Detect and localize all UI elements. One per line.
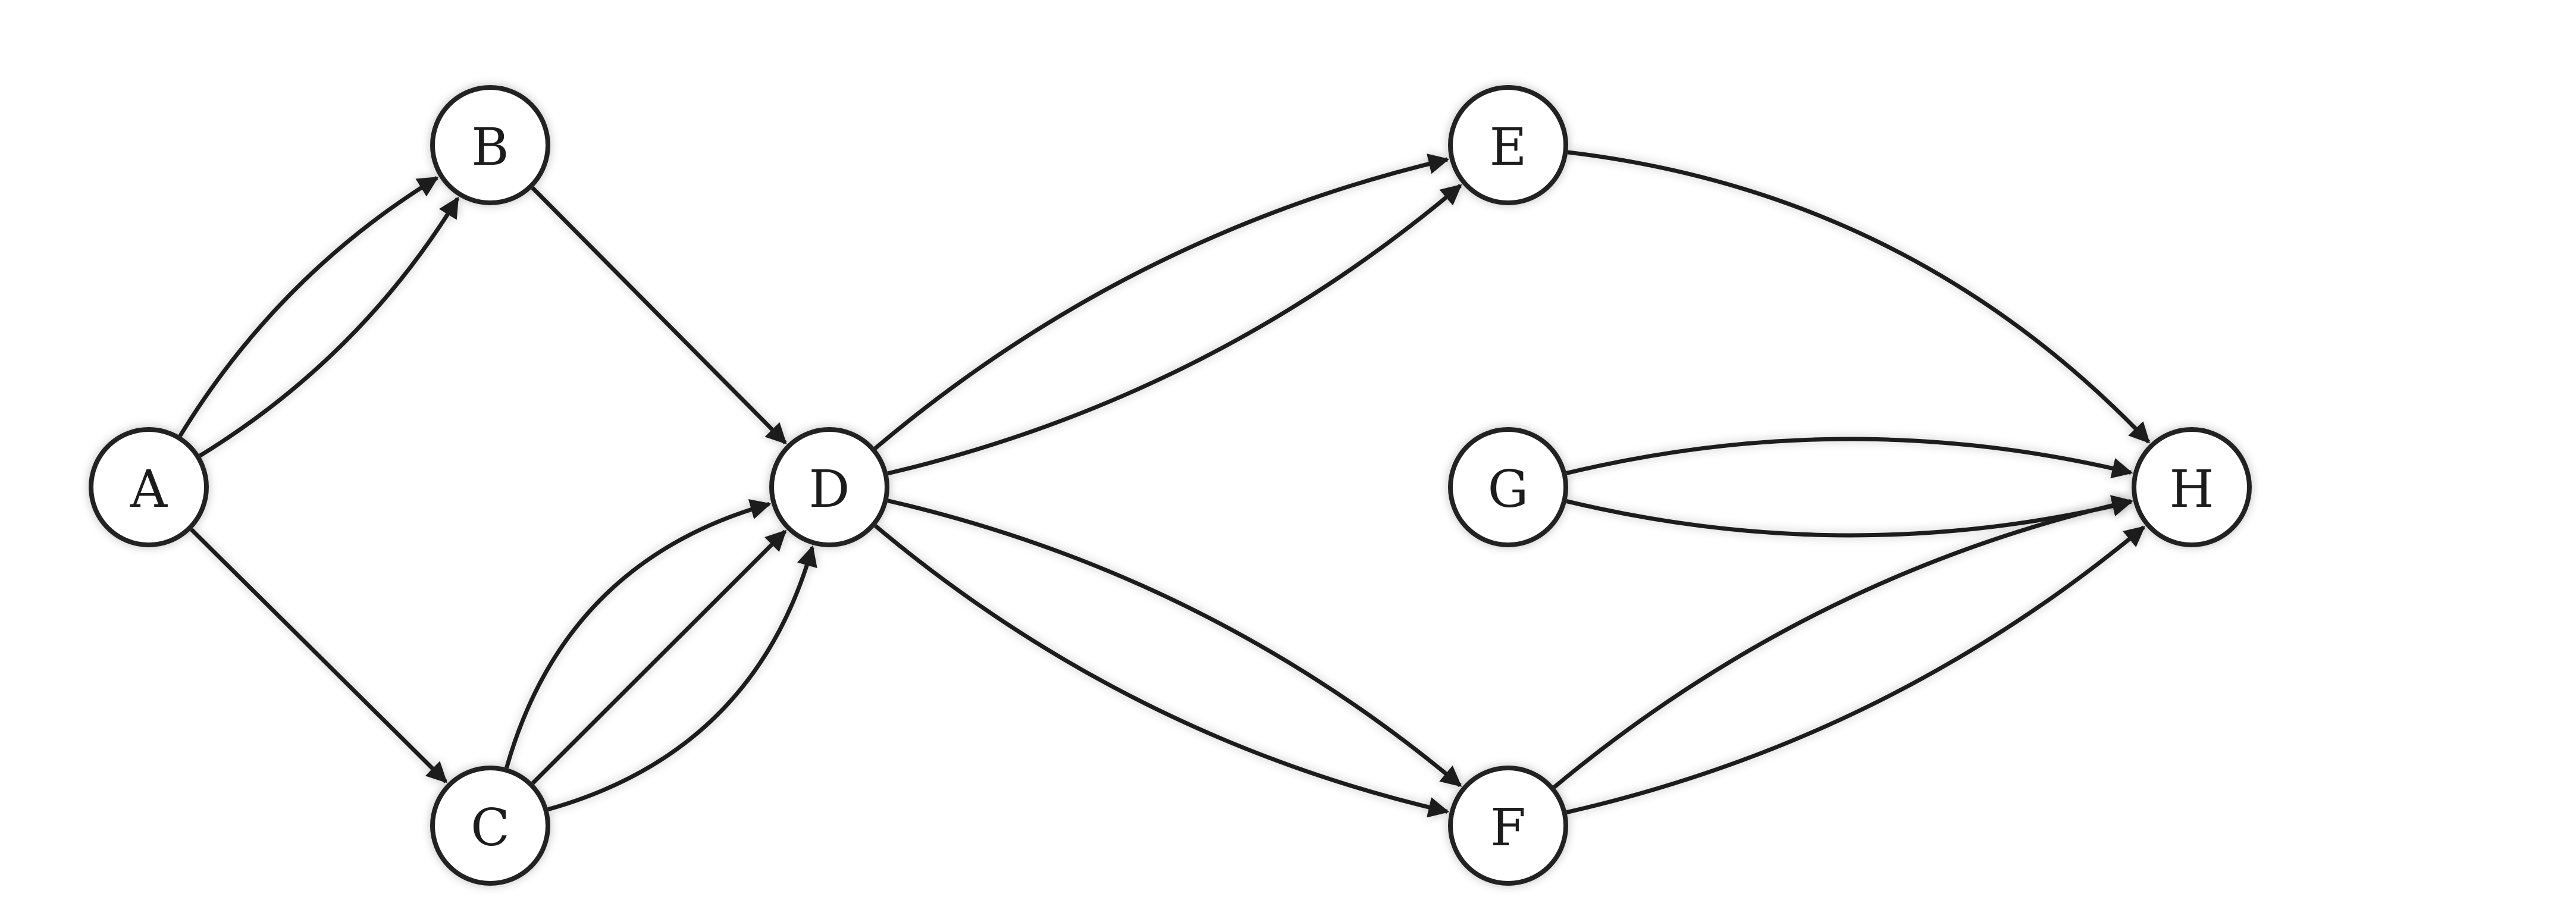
node-a: A — [89, 427, 209, 547]
node-circle — [1448, 766, 1568, 886]
nodes-layer: A B C D E G F H — [89, 85, 2252, 886]
edge-d-to-f — [887, 498, 1462, 788]
edge-c-to-d — [531, 529, 787, 785]
edge-f-to-h — [1553, 495, 2133, 789]
edge-a-to-b — [178, 175, 439, 437]
node-circle — [769, 427, 889, 547]
node-circle — [2132, 427, 2252, 547]
node-circle — [430, 766, 550, 886]
node-g: G — [1448, 427, 1568, 547]
node-h: H — [2132, 427, 2252, 547]
node-d: D — [769, 427, 889, 547]
node-label: A — [130, 460, 168, 519]
node-circle — [1448, 427, 1568, 547]
node-circle — [89, 427, 209, 547]
node-circle — [1448, 85, 1568, 205]
node-circle — [430, 85, 550, 205]
edge-c-to-d — [504, 499, 772, 769]
edge-d-to-e — [873, 153, 1450, 450]
edge-d-to-f — [874, 524, 1450, 818]
edge-e-to-h — [1567, 150, 2151, 444]
node-label: G — [1488, 460, 1529, 519]
edge-a-to-c — [190, 528, 447, 783]
node-e: E — [1448, 85, 1568, 205]
edge-g-to-h — [1566, 437, 2133, 479]
edge-a-to-b — [199, 196, 460, 458]
node-label: C — [471, 798, 510, 858]
node-label: H — [2170, 460, 2214, 519]
node-label: D — [809, 460, 850, 519]
node-f: F — [1448, 766, 1568, 886]
node-b: B — [430, 85, 550, 205]
edge-c-to-d — [547, 545, 817, 812]
edges-layer — [178, 150, 2151, 818]
node-c: C — [430, 766, 550, 886]
edge-d-to-e — [887, 184, 1462, 476]
edge-f-to-h — [1566, 525, 2146, 814]
node-label: B — [471, 118, 509, 177]
edge-b-to-d — [531, 186, 787, 444]
node-label: F — [1490, 798, 1526, 858]
edge-g-to-h — [1566, 496, 2133, 538]
node-label: E — [1490, 118, 1527, 177]
